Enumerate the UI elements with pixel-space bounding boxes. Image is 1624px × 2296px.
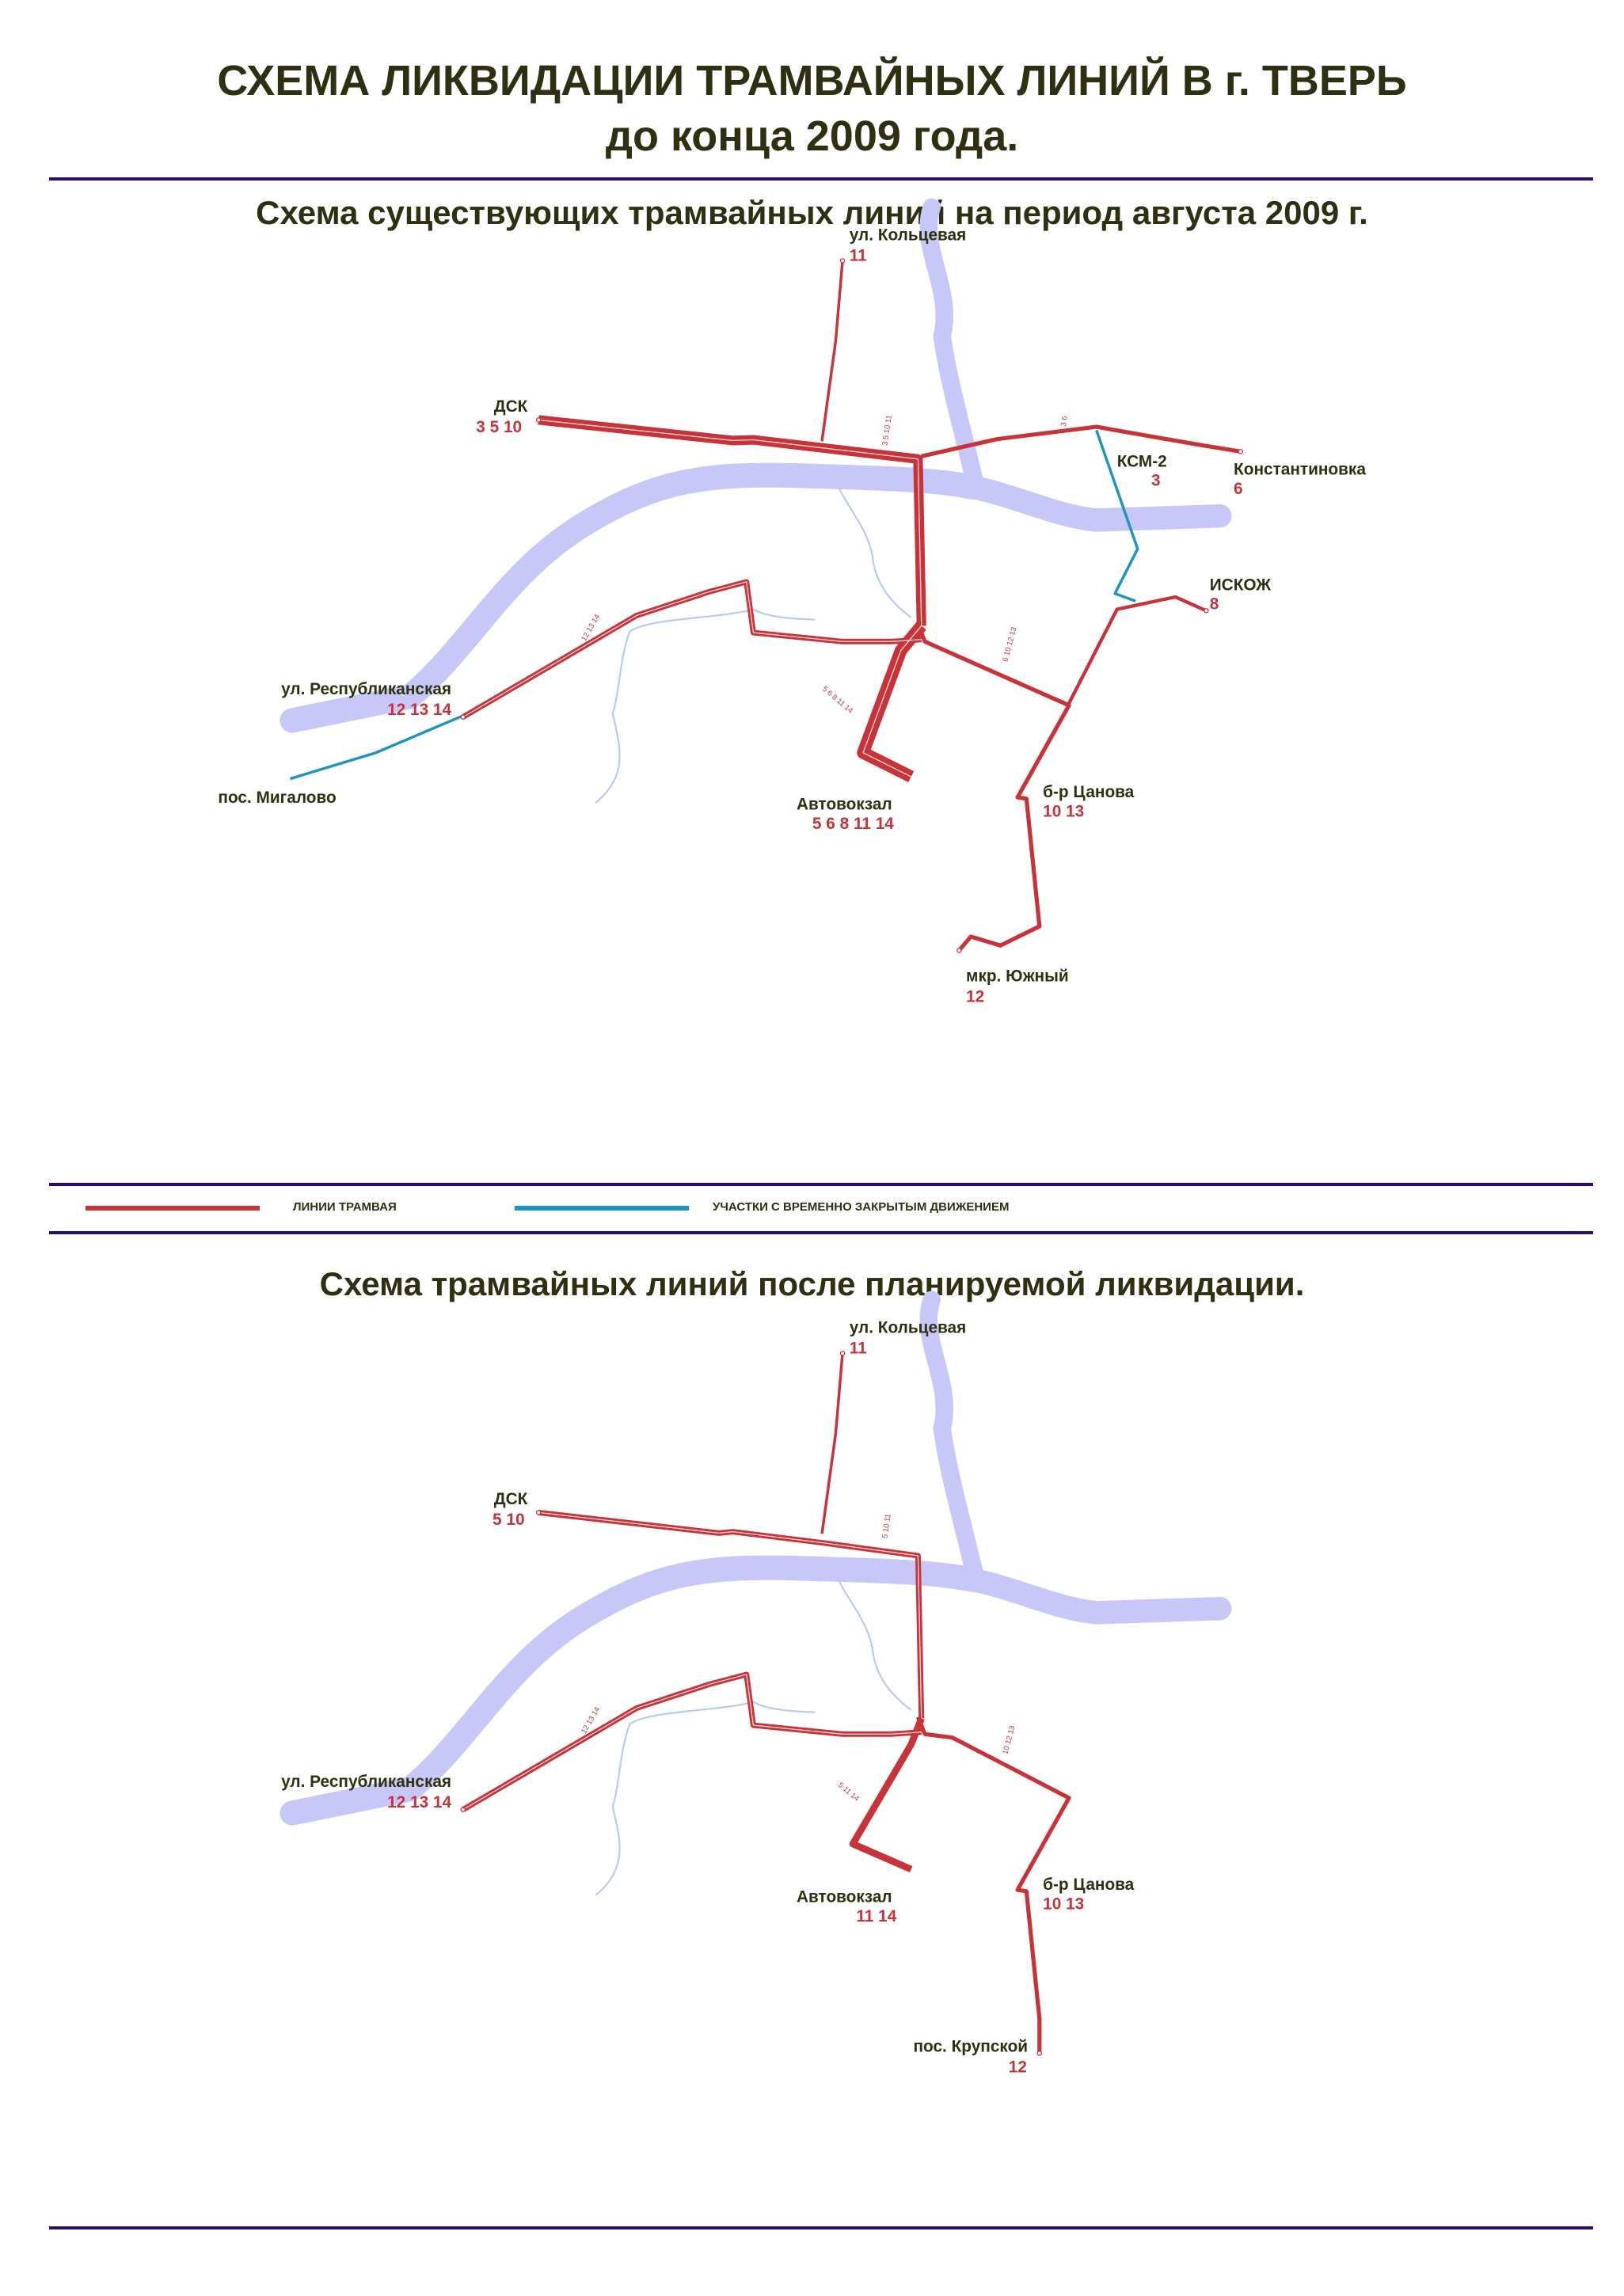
legend-closed-label: УЧАСТКИ С ВРЕМЕННО ЗАКРЫТЫМ ДВИЖЕНИЕМ: [713, 1200, 1010, 1214]
segment-label-center-north: 3 5 10 11: [880, 415, 893, 447]
stop-yuzhny-name: мкр. Южный: [966, 967, 1069, 985]
divider-bottom: [49, 2226, 1593, 2229]
stop-koltsevaya-routes: 11: [850, 246, 867, 264]
segment-label-south: 5 6 8 11 14: [820, 685, 855, 716]
stop-konstantinovka-routes: 6: [1234, 480, 1243, 498]
legend-tram-swatch: [86, 1206, 260, 1211]
stop-koltsevaya-routes: 11: [850, 1339, 867, 1357]
legend-closed-swatch: [515, 1206, 689, 1211]
terminus-markers: [460, 1351, 1043, 2056]
stop-ksm2-name: КСМ-2: [1117, 452, 1167, 470]
stop-avtovokzal-name: Автовокзал: [797, 1888, 892, 1906]
stop-dsk-name: ДСК: [494, 397, 528, 416]
map1-existing-lines: ул. Кольцевая 11 ДСК 3 5 10 КСМ-2 3 Конс…: [218, 198, 1366, 1005]
river-tributaries: [595, 480, 912, 804]
stop-krupskoy-name: пос. Крупской: [914, 2038, 1029, 2056]
river-tributaries: [595, 1572, 912, 1896]
tram-line-highlights: [462, 1511, 922, 1811]
stop-koltsevaya-name: ул. Кольцевая: [850, 1318, 967, 1336]
map2-title: Схема трамвайных линий после планируемой…: [319, 1265, 1305, 1302]
stop-respublikanskaya-name: ул. Республиканская: [281, 1773, 451, 1791]
river-volga: [280, 198, 1232, 733]
segment-label-southeast: 10 12 13: [1001, 1724, 1017, 1755]
stop-ksm2-routes: 3: [1151, 472, 1161, 490]
main-subtitle: до конца 2009 года.: [605, 112, 1019, 160]
segment-label-south: 5 11 14: [836, 1781, 861, 1804]
map1-title: Схема существующих трамвайных линий на п…: [256, 194, 1368, 231]
segment-label-east: 3 6: [1059, 416, 1070, 428]
stop-avtovokzal-routes: 5 6 8 11 14: [812, 815, 894, 833]
stop-avtovokzal-routes: 11 14: [856, 1907, 896, 1925]
stop-tsanova-routes: 10 13: [1043, 802, 1084, 820]
closed-lines: [289, 429, 1139, 781]
divider-top: [49, 177, 1593, 181]
stop-dsk-routes: 3 5 10: [476, 418, 522, 436]
segment-label-center-north: 5 10 11: [880, 1513, 892, 1538]
tram-lines: [462, 1353, 1071, 2054]
segment-label-southeast: 6 10 12 13: [1001, 626, 1018, 663]
legend: ЛИНИИ ТРАМВАЯ УЧАСТКИ С ВРЕМЕННО ЗАКРЫТЫ…: [0, 1192, 1624, 1224]
tram-line-highlights: [462, 419, 922, 777]
stop-dsk-routes: 5 10: [493, 1511, 524, 1529]
stop-iskozh-name: ИСКОЖ: [1210, 576, 1272, 594]
stop-tsanova-routes: 10 13: [1043, 1895, 1084, 1913]
main-title: СХЕМА ЛИКВИДАЦИИ ТРАМВАЙНЫХ ЛИНИЙ В г. Т…: [217, 57, 1407, 105]
map2-planned-lines: ул. Кольцевая 11 ДСК 5 10 ул. Республика…: [280, 1291, 1232, 2077]
stop-migalovo-name: пос. Мигалово: [218, 789, 336, 807]
stop-respublikanskaya-routes: 12 13 14: [387, 701, 451, 719]
divider-legend-bottom: [49, 1231, 1593, 1234]
stop-koltsevaya-name: ул. Кольцевая: [850, 226, 967, 244]
stop-tsanova-name: б-р Цанова: [1043, 1876, 1135, 1894]
stop-krupskoy-routes: 12: [1009, 2058, 1027, 2077]
divider-legend-top: [49, 1183, 1593, 1186]
stop-dsk-name: ДСК: [494, 1490, 528, 1508]
stop-respublikanskaya-routes: 12 13 14: [387, 1793, 451, 1811]
legend-tram-label: ЛИНИИ ТРАМВАЯ: [293, 1200, 397, 1214]
stop-avtovokzal-name: Автовокзал: [797, 796, 892, 814]
tram-lines: [462, 260, 1242, 952]
river-volga: [280, 1291, 1232, 1826]
stop-respublikanskaya-name: ул. Республиканская: [281, 680, 451, 698]
stop-konstantinovka-name: Константиновка: [1234, 461, 1366, 479]
stop-yuzhny-routes: 12: [966, 987, 984, 1005]
terminus-markers: [460, 258, 1243, 953]
stop-iskozh-routes: 8: [1210, 595, 1219, 614]
stop-tsanova-name: б-р Цанова: [1043, 783, 1135, 801]
